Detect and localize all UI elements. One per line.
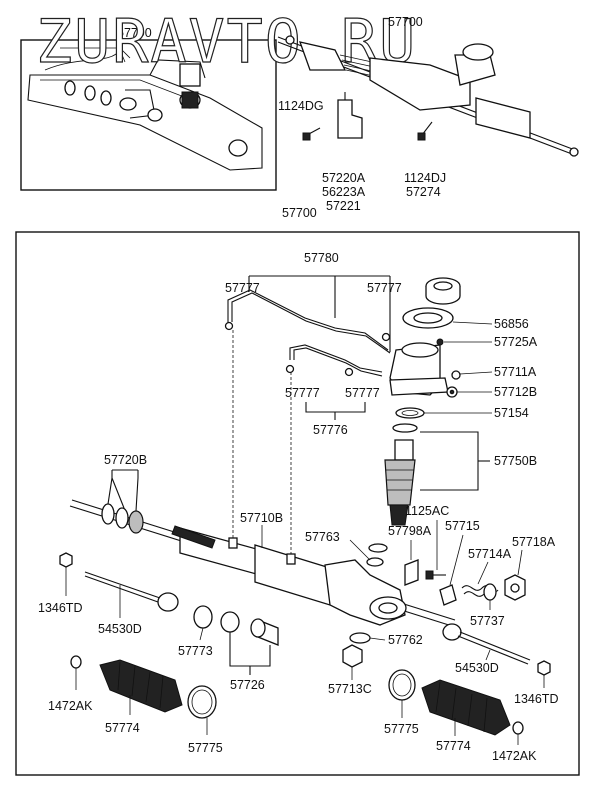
fitting-57711A (451, 370, 493, 380)
boot-57774-left (99, 659, 183, 715)
seals-57720B (101, 469, 144, 534)
yoke-57715 (439, 534, 464, 606)
tie-rod-54530D-right (442, 623, 531, 665)
inset-frame-57790 (20, 39, 277, 191)
label-1472AK-left: 1472AK (48, 699, 93, 713)
pinion-valve-57750B (384, 423, 490, 526)
label-57726: 57726 (230, 678, 265, 692)
label-54530D-left: 54530D (98, 622, 142, 636)
tie-rod-54530D-left (84, 571, 179, 618)
label-57776: 57776 (313, 423, 348, 437)
feed-tubes-57780 (227, 275, 391, 377)
label-1346TD-right: 1346TD (514, 692, 558, 706)
label-57712B: 57712B (494, 385, 537, 399)
label-57777-a: 57777 (225, 281, 260, 295)
seal-57154 (395, 407, 492, 419)
label-57700-main: 57700 (282, 206, 317, 220)
watermark: ZURAVTO.RU (36, 7, 417, 77)
clamp-57775-left (187, 685, 217, 735)
label-57775-right: 57775 (384, 722, 419, 736)
washer-57712B (446, 386, 492, 398)
label-57274: 57274 (406, 185, 441, 199)
valve-housing (389, 342, 449, 396)
label-56223A: 56223A (322, 185, 366, 199)
bushing-57726 (220, 611, 279, 675)
label-57777-d: 57777 (345, 386, 380, 400)
seal-57763 (349, 539, 388, 567)
cap-57737 (483, 583, 497, 610)
label-57154: 57154 (494, 406, 529, 420)
label-57762: 57762 (388, 633, 423, 647)
plate-57798A (404, 540, 419, 586)
bolt-1124DG (302, 127, 321, 141)
bracket-57220A (337, 92, 363, 139)
label-57774-right: 57774 (436, 739, 471, 753)
label-1124DG: 1124DG (278, 99, 324, 113)
label-57715: 57715 (445, 519, 480, 533)
rack-housing-57710B (69, 330, 456, 627)
label-57763: 57763 (305, 530, 340, 544)
label-57725A: 57725A (494, 335, 538, 349)
label-54530D-right: 54530D (455, 661, 499, 675)
label-57714A: 57714A (468, 547, 512, 561)
label-1124DJ: 1124DJ (404, 171, 446, 185)
label-57775-left: 57775 (188, 741, 223, 755)
label-57700-top: 57700 (388, 15, 423, 29)
boot-57774-right (421, 679, 511, 736)
label-57790: 57790 (117, 26, 152, 40)
label-56856: 56856 (494, 317, 529, 331)
clamp-1472AK-right (512, 721, 524, 745)
label-1472AK-right: 1472AK (492, 749, 537, 763)
top-rack-assembly (277, 35, 579, 157)
label-57780: 57780 (304, 251, 339, 265)
label-57777-b: 57777 (367, 281, 402, 295)
label-57737: 57737 (470, 614, 505, 628)
bracket-57776 (305, 402, 366, 420)
nut-1346TD-left (59, 552, 73, 596)
label-57720B: 57720B (104, 453, 147, 467)
label-57718A: 57718A (512, 535, 556, 549)
nut-57713C (342, 644, 363, 680)
label-57220A: 57220A (322, 171, 366, 185)
bolt-1125AC (425, 520, 446, 580)
label-57798A: 57798A (388, 524, 432, 538)
label-1346TD-left: 1346TD (38, 601, 82, 615)
main-assembly-frame (15, 231, 580, 776)
label-57711A: 57711A (494, 365, 537, 379)
bolt-57725A (436, 338, 492, 346)
locknut-57718A (504, 549, 526, 601)
inset-gear-housing-drawing (27, 47, 263, 171)
label-57777-c: 57777 (285, 386, 320, 400)
label-57773: 57773 (178, 644, 213, 658)
clip-57773 (193, 605, 213, 641)
o-rings-57777 (224, 321, 391, 377)
clamp-57775-right (388, 669, 416, 718)
bolt-1124DJ (417, 121, 433, 141)
label-57221: 57221 (326, 199, 361, 213)
plug-57762 (349, 632, 386, 644)
label-57750B: 57750B (494, 454, 537, 468)
label-1125AC: 1125AC (405, 504, 449, 518)
label-57774-left: 57774 (105, 721, 140, 735)
clamp-1472AK-left (70, 655, 82, 690)
label-57710B: 57710B (240, 511, 283, 525)
nut-1346TD-right (537, 660, 551, 688)
label-57713C: 57713C (328, 682, 372, 696)
seal-56856 (402, 307, 493, 329)
cap-56856 (425, 277, 461, 305)
